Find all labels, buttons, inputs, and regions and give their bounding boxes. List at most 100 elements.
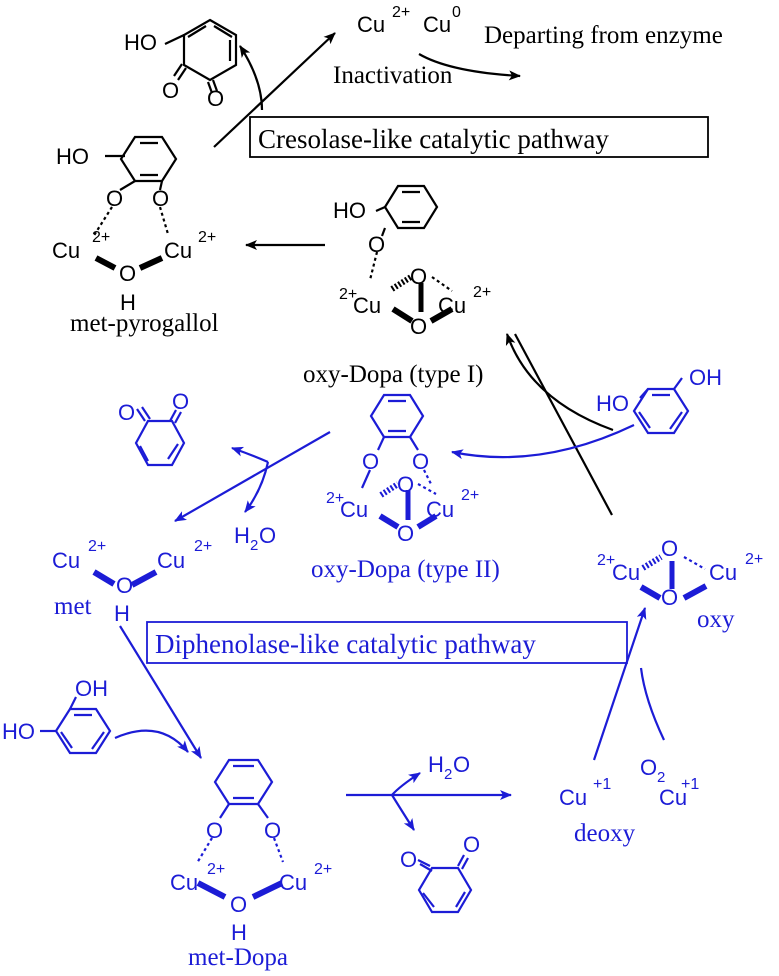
subscript-2: 2 xyxy=(657,769,665,786)
cresolase-main-arrow xyxy=(213,32,336,148)
ho-atom: HO xyxy=(2,719,35,744)
deoxy-label: deoxy xyxy=(574,820,636,847)
cu-atom: Cu xyxy=(52,548,80,573)
charge-zero: 0 xyxy=(452,4,461,21)
ho-atom: HO xyxy=(56,144,89,169)
inactivation-arrow xyxy=(418,53,521,81)
cu-atom: Cu xyxy=(426,497,454,522)
cu-atom: Cu xyxy=(170,870,198,895)
met-pyrogallol-structure xyxy=(92,135,178,271)
met-dopa-label: met-Dopa xyxy=(188,944,288,971)
o-atom: O xyxy=(118,400,135,425)
o-atom: O xyxy=(230,892,247,917)
water-release-arrow xyxy=(244,461,270,513)
deoxy-to-oxy-arrow xyxy=(592,607,647,761)
met-dopa-structure xyxy=(196,758,285,900)
cu-atom: Cu xyxy=(709,560,737,585)
charge-2plus: 2+ xyxy=(314,861,332,878)
charge-2plus: 2+ xyxy=(326,490,344,507)
cresolase-atoms: HO O O Cu 2+ Cu 0 HO O O Cu 2+ Cu 2+ O H… xyxy=(52,4,491,339)
o-atom: O xyxy=(463,832,480,857)
met-to-met-dopa-arrow xyxy=(119,625,202,759)
met-label: met xyxy=(54,593,92,620)
o-atom: O xyxy=(206,818,223,843)
o-atom: O xyxy=(412,449,429,474)
diphenolase-pathway-label: Diphenolase-like catalytic pathway xyxy=(155,629,536,659)
oxy-structure xyxy=(639,554,708,601)
cresolase-arrows xyxy=(213,32,614,516)
charge-2plus: 2+ xyxy=(194,538,212,555)
h-atom: H xyxy=(428,752,444,777)
charge-2plus: 2+ xyxy=(198,229,216,246)
o-atom: O xyxy=(362,449,379,474)
subscript-2: 2 xyxy=(444,766,452,783)
charge-plus1: +1 xyxy=(593,776,611,793)
oxy-dopa-type-2-structure xyxy=(360,393,438,530)
diphenolase-arrows xyxy=(114,424,665,831)
o-atom: O xyxy=(152,186,169,211)
departing-label: Departing from enzyme xyxy=(484,22,723,49)
o-atom: O xyxy=(453,752,470,777)
substrate-to-type2-arrow xyxy=(451,424,635,460)
o-atom: O xyxy=(410,314,427,339)
hydroxy-quinone-structure xyxy=(164,18,238,94)
cu-atom: Cu xyxy=(279,870,307,895)
diphenolase-structures xyxy=(40,377,708,914)
cresolase-pathway-label: Cresolase-like catalytic pathway xyxy=(258,124,609,154)
o-quinone-left-structure xyxy=(134,406,186,467)
cu-atom: Cu xyxy=(438,293,466,318)
cu-atom: Cu xyxy=(559,785,587,810)
oh-atom: OH xyxy=(689,365,722,390)
charge-2plus: 2+ xyxy=(88,538,106,555)
o-atom: O xyxy=(264,818,281,843)
ho-atom: HO xyxy=(596,391,629,416)
o-atom: O xyxy=(259,523,276,548)
charge-2plus: 2+ xyxy=(597,552,615,569)
catechol-structure xyxy=(40,696,112,755)
o-atom: O xyxy=(410,264,427,289)
cu-atom: Cu xyxy=(340,497,368,522)
cu-atom: Cu xyxy=(164,238,192,263)
cu-atom: Cu xyxy=(357,12,385,37)
cresolase-structures xyxy=(92,18,454,324)
o-atom: O xyxy=(397,521,414,546)
catechol-binding-arrow xyxy=(114,729,189,753)
h-atom: H xyxy=(234,523,250,548)
oxy-dopa-type-1-label: oxy-Dopa (type I) xyxy=(303,361,484,388)
to-met-arrow xyxy=(174,431,331,522)
ho-atom: HO xyxy=(124,30,157,55)
o-atom: O xyxy=(661,536,678,561)
met-pyrogallol-label: met-pyrogallol xyxy=(70,310,219,337)
o-quinone-bottom-structure xyxy=(417,854,473,914)
water-release-bottom-arrow xyxy=(391,772,421,796)
cu-atom: Cu xyxy=(659,785,687,810)
o-atom: O xyxy=(397,472,414,497)
diphenolase-text: oxy-Dopa (type II) met oxy Diphenolase-l… xyxy=(54,556,735,971)
charge-2plus: 2+ xyxy=(339,286,357,303)
charge-2plus: 2+ xyxy=(461,487,479,504)
o-atom: O xyxy=(172,389,189,414)
quinone-left-release-arrow xyxy=(231,446,269,464)
cu-atom: Cu xyxy=(353,293,381,318)
oxygen-binding-arrow xyxy=(639,667,665,741)
cresolase-text: Departing from enzyme Inactivation Creso… xyxy=(70,22,723,388)
h-atom: H xyxy=(114,601,130,626)
inactivation-label: Inactivation xyxy=(333,62,453,89)
o-atom: O xyxy=(640,755,657,780)
diphenolase-box xyxy=(146,621,628,664)
oh-atom: OH xyxy=(75,676,108,701)
o-atom: O xyxy=(400,847,417,872)
o-atom: O xyxy=(162,78,179,103)
charge-2plus: 2+ xyxy=(745,551,763,568)
quinone-release-bottom-arrow xyxy=(391,794,415,831)
o-atom: O xyxy=(119,261,136,286)
o-atom: O xyxy=(368,232,385,257)
cu-atom: Cu xyxy=(157,548,185,573)
oxy-dopa-type-1-structure xyxy=(368,184,454,324)
diphenolase-atoms: OH HO O O O O O 2+ Cu Cu 2+ O H 2 O Cu 2… xyxy=(2,365,763,945)
o-atom: O xyxy=(116,573,133,598)
charge-2plus: 2+ xyxy=(473,284,491,301)
cu-atom: Cu xyxy=(423,12,451,37)
